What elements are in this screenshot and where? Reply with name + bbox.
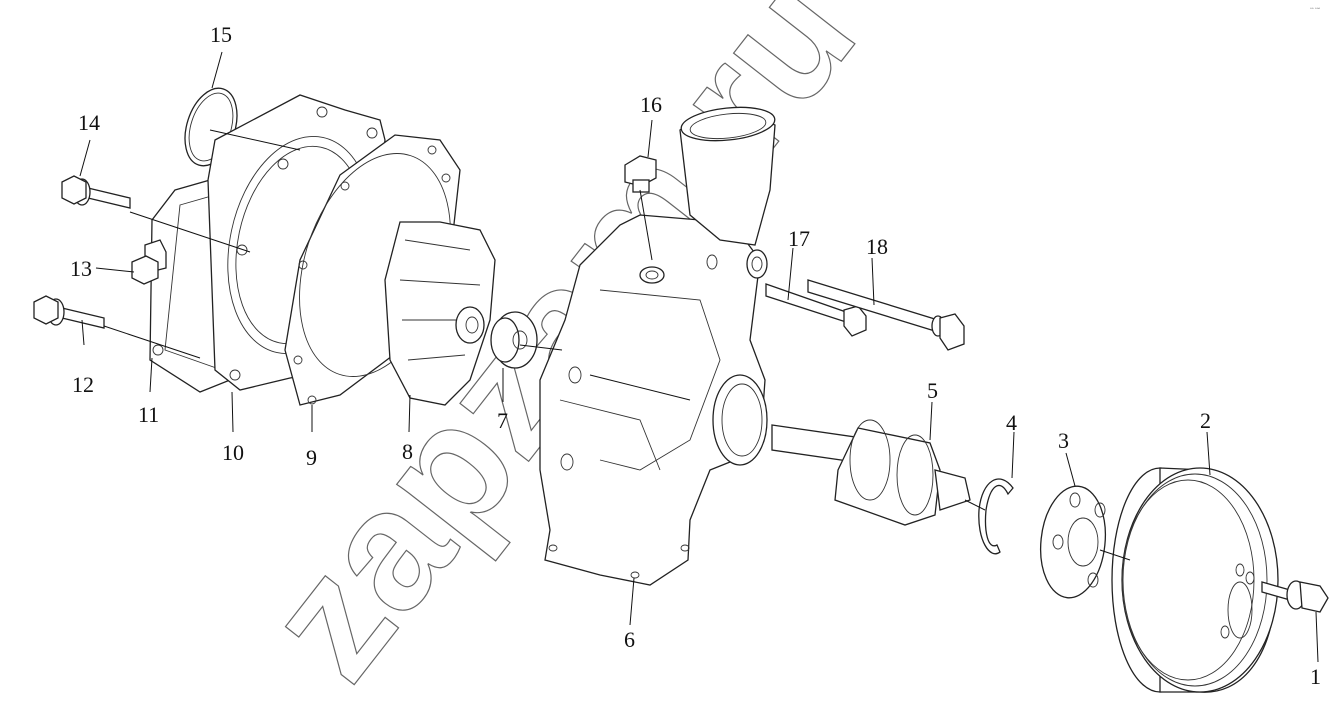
snap-ring-part bbox=[978, 478, 1014, 555]
callout-12: 12 bbox=[72, 372, 94, 397]
bolt-14-part bbox=[61, 175, 131, 209]
long-bolt-18-part bbox=[807, 279, 965, 351]
hub-flange-part bbox=[1039, 485, 1107, 599]
drain-plug-part bbox=[624, 155, 657, 193]
callout-18: 18 bbox=[866, 234, 888, 259]
callout-10: 10 bbox=[222, 440, 244, 465]
callout-5: 5 bbox=[927, 378, 938, 403]
bearing-shaft-part bbox=[771, 419, 971, 526]
callout-8: 8 bbox=[402, 439, 413, 464]
long-bolt-17-part bbox=[765, 283, 867, 337]
callout-labels: 1 2 3 4 5 6 7 8 9 10 11 12 13 14 15 16 1… bbox=[70, 22, 1321, 689]
callout-11: 11 bbox=[138, 402, 159, 427]
callout-6: 6 bbox=[624, 627, 635, 652]
callout-15: 15 bbox=[210, 22, 232, 47]
callout-7: 7 bbox=[497, 408, 508, 433]
callout-13: 13 bbox=[70, 256, 92, 281]
impeller-part bbox=[384, 221, 496, 406]
callout-14: 14 bbox=[78, 110, 100, 135]
leader-lines bbox=[79, 51, 1319, 663]
callout-3: 3 bbox=[1058, 428, 1069, 453]
callout-4: 4 bbox=[1006, 410, 1017, 435]
seal-part bbox=[490, 311, 538, 369]
corner-mark: ▫▫ ▫▫▫ bbox=[1310, 6, 1320, 12]
flange-bolt-1-part bbox=[1261, 580, 1329, 613]
callout-1: 1 bbox=[1310, 664, 1321, 689]
callout-17: 17 bbox=[788, 226, 810, 251]
pulley-part bbox=[1111, 467, 1279, 693]
bolt-12-part bbox=[33, 295, 105, 329]
callout-9: 9 bbox=[306, 445, 317, 470]
plug-13-part bbox=[131, 239, 167, 285]
callout-16: 16 bbox=[640, 92, 662, 117]
callout-2: 2 bbox=[1200, 408, 1211, 433]
pump-housing-part bbox=[539, 106, 776, 586]
